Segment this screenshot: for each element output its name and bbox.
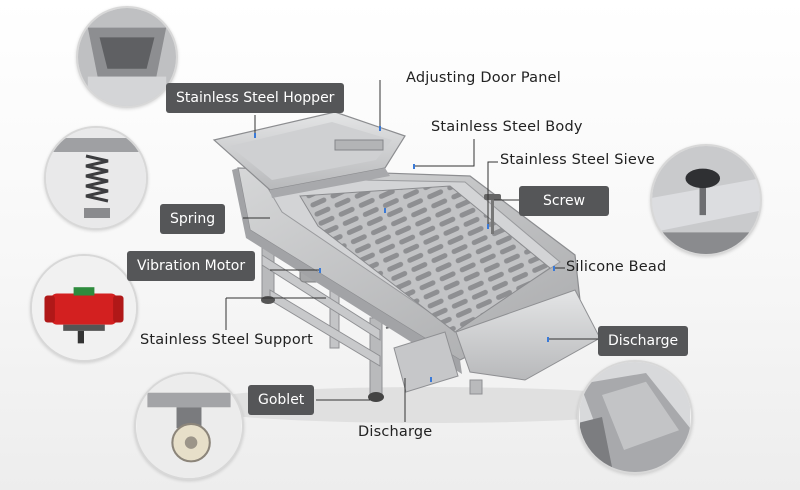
discharge-chute-bottom [393,331,459,393]
door-panel [334,139,384,151]
screw-detail-image [652,146,760,254]
discharge-detail-image [580,362,690,472]
label-adjusting-door-panel: Adjusting Door Panel [406,70,561,86]
label-discharge-bottom: Discharge [358,424,433,440]
label-discharge-right: Discharge [598,326,689,356]
label-stainless-steel-support: Stainless Steel Support [140,332,313,348]
discharge-chute-right [455,289,601,381]
leader-lines [225,80,599,422]
motor-detail-inset [30,254,138,362]
caster-detail-image [137,374,241,478]
label-vibration-motor: Vibration Motor [127,251,256,281]
discharge-detail-inset [577,360,693,474]
motor-detail-image [32,256,136,360]
label-goblet: Goblet [248,385,315,415]
spring-detail-image [46,128,146,228]
label-spring: Spring [160,204,226,234]
label-stainless-steel-sieve: Stainless Steel Sieve [500,152,655,168]
hopper-detail-inset [76,6,178,108]
spring-detail-inset [44,126,148,230]
label-screw: Screw [519,186,609,216]
label-silicone-bead: Silicone Bead [566,259,667,275]
hopper-detail-image [78,8,176,106]
label-stainless-steel-hopper: Stainless Steel Hopper [166,83,345,113]
caster-detail-inset [134,372,244,480]
label-stainless-steel-body: Stainless Steel Body [431,119,583,135]
screw-detail-inset [650,144,762,256]
